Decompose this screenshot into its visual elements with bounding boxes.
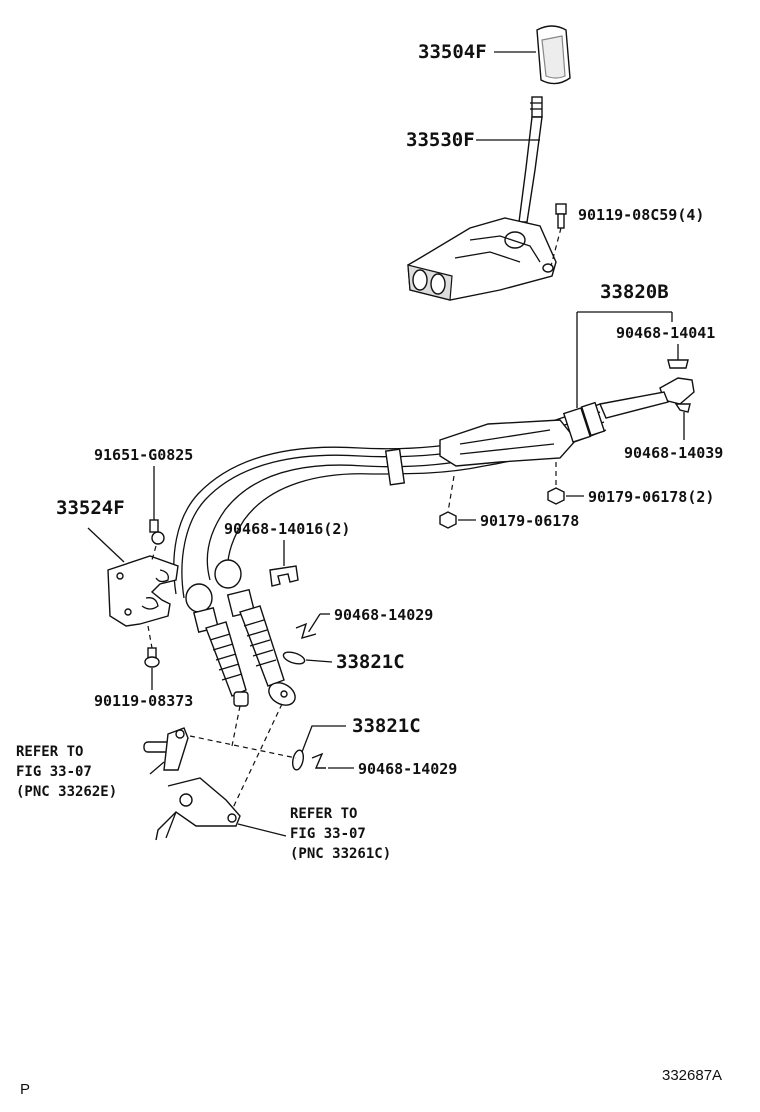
label-33530F[interactable]: 33530F xyxy=(406,129,475,151)
label-90468-14029-a[interactable]: 90468-14029 xyxy=(334,606,433,624)
label-90119-08373[interactable]: 90119-08373 xyxy=(94,692,193,710)
clip-90468-14039[interactable] xyxy=(674,403,691,413)
bolt-90119-08C59[interactable] xyxy=(555,203,567,229)
bolt-90119-08373[interactable] xyxy=(144,647,160,668)
cable-end-bracket[interactable] xyxy=(599,377,695,419)
cable-end-shift[interactable] xyxy=(214,559,299,710)
leader-33821C-a xyxy=(305,659,333,663)
figure-id: 332687A xyxy=(662,1067,722,1084)
clip-90468-14016[interactable] xyxy=(269,565,299,587)
label-90468-14016[interactable]: 90468-14016(2) xyxy=(224,520,350,538)
clip-90468-14041[interactable] xyxy=(667,359,689,369)
label-33524F[interactable]: 33524F xyxy=(56,497,125,519)
ref2-line3[interactable]: (PNC 33261C) xyxy=(290,846,391,862)
leader-33524F xyxy=(87,527,125,563)
washer-33821C-b[interactable] xyxy=(291,749,305,771)
leader-ref2 xyxy=(237,823,287,837)
label-90119-08C59[interactable]: 90119-08C59(4) xyxy=(578,206,704,224)
ref2-line2[interactable]: FIG 33-07 xyxy=(290,826,366,842)
label-90468-14041[interactable]: 90468-14041 xyxy=(616,324,715,342)
ref1-line3[interactable]: (PNC 33262E) xyxy=(16,784,117,800)
shift-cable-bundle[interactable] xyxy=(173,401,607,599)
select-lever-arm[interactable] xyxy=(143,727,189,771)
bolt-91651-G0825[interactable] xyxy=(149,519,165,545)
label-90468-14029-b[interactable]: 90468-14029 xyxy=(358,760,457,778)
leader-33821C-b xyxy=(301,725,346,753)
shift-lever-housing[interactable] xyxy=(407,217,557,301)
washer-33821C-a[interactable] xyxy=(282,650,306,666)
clip-90468-14029-b[interactable] xyxy=(311,752,326,769)
cable-bracket-33524F[interactable] xyxy=(107,555,179,627)
nut-90179-06178-mid[interactable] xyxy=(439,511,457,529)
label-33820B[interactable]: 33820B xyxy=(600,281,669,303)
label-33821C-b[interactable]: 33821C xyxy=(352,715,421,737)
label-90179-06178-2[interactable]: 90179-06178(2) xyxy=(588,488,714,506)
footer-mark: P xyxy=(20,1081,30,1098)
nut-90179-06178-right[interactable] xyxy=(547,487,565,505)
label-90468-14039[interactable]: 90468-14039 xyxy=(624,444,723,462)
leader-33820B xyxy=(576,311,673,408)
ref1-line1: REFER TO xyxy=(16,744,83,760)
clip-90468-14029-a[interactable] xyxy=(295,622,317,640)
shift-lever-arm[interactable] xyxy=(155,777,241,841)
label-33504F[interactable]: 33504F xyxy=(418,41,487,63)
ref1-line2[interactable]: FIG 33-07 xyxy=(16,764,92,780)
label-33821C-a[interactable]: 33821C xyxy=(336,651,405,673)
shift-knob[interactable] xyxy=(536,25,571,85)
ref2-line1: REFER TO xyxy=(290,806,357,822)
leader-ref1 xyxy=(149,761,165,775)
label-90179-06178[interactable]: 90179-06178 xyxy=(480,512,579,530)
cable-end-select[interactable] xyxy=(185,583,249,707)
shift-lever[interactable] xyxy=(518,96,543,223)
label-91651-G0825[interactable]: 91651-G0825 xyxy=(94,446,193,464)
